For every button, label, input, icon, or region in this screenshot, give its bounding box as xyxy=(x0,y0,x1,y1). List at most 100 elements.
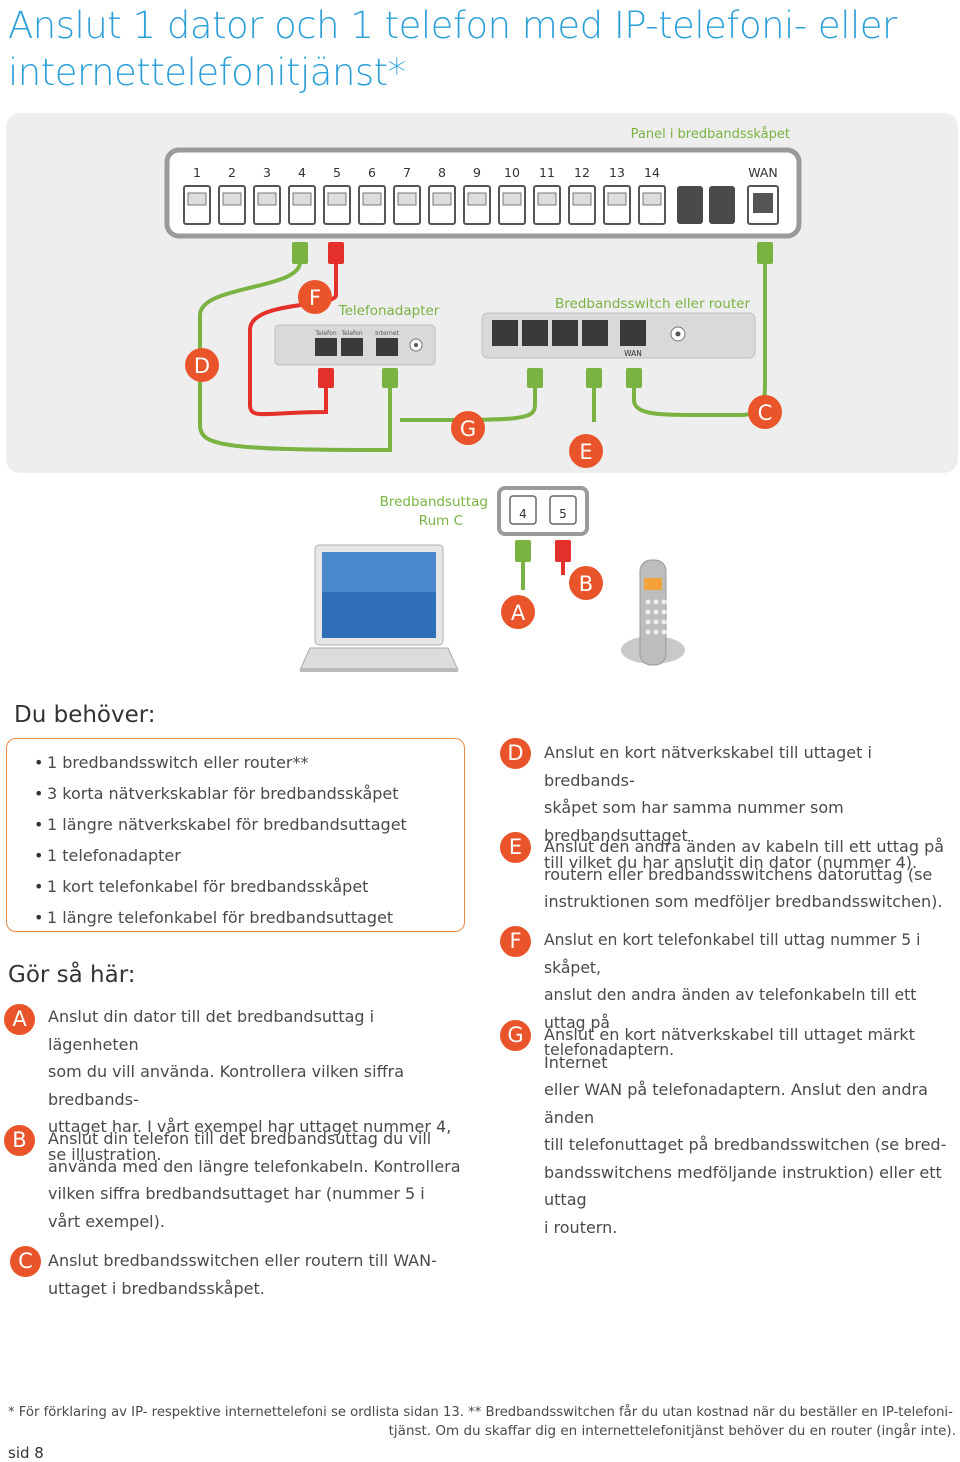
step-line: uttaget i bredbandsskåpet. xyxy=(48,1278,265,1298)
adapter-port-label: Internet xyxy=(375,330,399,337)
step-e-marker: E xyxy=(500,832,531,863)
step-line: anslut den andra änden av telefonkabeln … xyxy=(544,986,917,1032)
panel-port-socket xyxy=(327,192,347,206)
laptop-illustration xyxy=(299,544,459,672)
panel-port-number: 2 xyxy=(228,165,236,180)
panel-port-number: 6 xyxy=(368,165,376,180)
step-a-text: Anslut din dator till det bredbandsuttag… xyxy=(48,1003,468,1168)
panel-blank-port xyxy=(709,186,735,224)
panel-blank-port xyxy=(677,186,703,224)
panel-port-number: 8 xyxy=(438,165,446,180)
list-item: 1 telefonadapter xyxy=(34,840,464,871)
adapter-port-label: Telefon xyxy=(314,330,336,337)
panel-port-number: 4 xyxy=(298,165,306,180)
needs-list: 1 bredbandsswitch eller router** 3 korta… xyxy=(7,739,464,933)
panel-port-number: 3 xyxy=(263,165,271,180)
panel-port-socket xyxy=(607,192,627,206)
footnote-line: tjänst. Om du skaffar dig en internettel… xyxy=(388,1423,956,1439)
step-a-marker: A xyxy=(4,1004,35,1035)
panel-label: Panel i bredbandsskåpet xyxy=(631,127,790,142)
panel-port-number: 11 xyxy=(539,165,555,180)
marker-a: A xyxy=(511,601,526,625)
step-line: eller WAN på telefonadaptern. Anslut den… xyxy=(544,1080,928,1127)
page-title: Anslut 1 dator och 1 telefon med IP-tele… xyxy=(8,4,897,94)
panel-port-socket xyxy=(467,192,487,206)
step-f-text: Anslut en kort telefonkabel till uttag n… xyxy=(544,927,960,1065)
panel-port-socket xyxy=(537,192,557,206)
needs-heading: Du behöver: xyxy=(14,702,156,728)
step-b-marker: B xyxy=(4,1125,35,1156)
step-line: Anslut din telefon till det bredbandsutt… xyxy=(48,1129,432,1148)
step-g-text: Anslut en kort nätverkskabel till uttage… xyxy=(544,1021,958,1241)
panel-port-number: 12 xyxy=(574,165,590,180)
step-e-text: Anslut den andra änden av kabeln till et… xyxy=(544,833,958,916)
adapter-port-label: Telefon xyxy=(340,330,362,337)
list-item: 1 längre telefonkabel för bredbandsuttag… xyxy=(34,902,464,933)
panel-port-number: 1 xyxy=(193,165,201,180)
panel-port-socket xyxy=(257,192,277,206)
step-c-text: Anslut bredbandsswitchen eller routern t… xyxy=(48,1247,468,1302)
step-line: till telefonuttaget på bredbandsswitchen… xyxy=(544,1135,947,1154)
panel-port-socket xyxy=(432,192,452,206)
step-g-marker: G xyxy=(500,1020,531,1051)
step-line: använda med den längre telefonkabeln. Ko… xyxy=(48,1156,461,1176)
needs-box: 1 bredbandsswitch eller router** 3 korta… xyxy=(6,738,465,933)
switch-wan-label: WAN xyxy=(624,349,642,358)
panel-port-socket xyxy=(502,192,522,206)
panel-port-number: 14 xyxy=(644,165,660,180)
panel-port-socket xyxy=(642,192,662,206)
panel-wan-socket xyxy=(753,193,773,213)
panel-port-number: 5 xyxy=(333,165,341,180)
step-line: Anslut den andra änden av kabeln till et… xyxy=(544,837,945,856)
page-number: sid 8 xyxy=(8,1444,44,1462)
footnote: * För förklaring av IP- respektive inter… xyxy=(8,1404,956,1440)
cable-connectors xyxy=(292,242,773,388)
step-c-marker: C xyxy=(10,1246,41,1277)
step-line: instruktionen som medföljer bredbandsswi… xyxy=(544,892,943,911)
step-line: vårt exempel). xyxy=(48,1211,165,1231)
list-item: 1 kort telefonkabel för bredbandsskåpet xyxy=(34,871,464,902)
marker-g: G xyxy=(460,417,476,441)
step-line: se illustration. xyxy=(48,1144,162,1164)
panel-port-socket xyxy=(397,192,417,206)
panel-port-socket xyxy=(362,192,382,206)
outlet-port-5: 5 xyxy=(559,507,567,521)
panel-port-number: 9 xyxy=(473,165,481,180)
step-f-marker: F xyxy=(500,926,531,957)
step-d-text: Anslut en kort nätverkskabel till uttage… xyxy=(544,739,958,877)
list-item: 3 korta nätverkskablar för bredbandsskåp… xyxy=(34,778,464,809)
step-line: Anslut en kort nätverkskabel till uttage… xyxy=(544,743,872,790)
howto-heading: Gör så här: xyxy=(8,962,136,988)
adapter-label: Telefonadapter xyxy=(338,303,440,319)
outlet-label-line2: Rum C xyxy=(419,513,463,529)
step-line: till vilket du har anslutit din dator (n… xyxy=(544,853,918,872)
step-line: bandsswitchens medföljande instruktion) … xyxy=(544,1162,942,1210)
phone-illustration xyxy=(621,559,685,666)
marker-b: B xyxy=(579,572,593,596)
marker-c: C xyxy=(758,401,773,425)
marker-f: F xyxy=(309,286,321,310)
telephone-adapter: Telefonadapter Telefon Telefon Internet xyxy=(274,303,440,366)
marker-d: D xyxy=(194,354,210,378)
panel-port-socket xyxy=(292,192,312,206)
panel-port-number: 13 xyxy=(609,165,625,180)
list-item: 1 bredbandsswitch eller router** xyxy=(34,747,464,778)
panel-port-socket xyxy=(222,192,242,206)
panel-port-socket xyxy=(572,192,592,206)
step-line: routern eller bredbandsswitchens datorut… xyxy=(544,864,933,884)
step-b-text: Anslut din telefon till det bredbandsutt… xyxy=(48,1125,468,1235)
step-line: Anslut bredbandsswitchen eller routern t… xyxy=(48,1251,437,1270)
outlet-label-line1: Bredbandsuttag xyxy=(380,494,488,510)
step-line: uttaget har. I vårt exempel har uttaget … xyxy=(48,1117,452,1136)
diagram-letter-markers: F D G E C A B xyxy=(185,280,782,629)
marker-e: E xyxy=(579,440,592,464)
outlet-port-4: 4 xyxy=(519,507,527,521)
panel-port-socket xyxy=(187,192,207,206)
step-line: vilken siffra bredbandsuttaget har (numm… xyxy=(48,1184,425,1203)
list-item: 1 längre nätverkskabel för bredbandsutta… xyxy=(34,809,464,840)
wall-outlet: Bredbandsuttag Rum C 4 5 xyxy=(380,486,589,590)
step-line: i routern. xyxy=(544,1217,618,1237)
step-line: Anslut en kort telefonkabel till uttag n… xyxy=(544,931,921,977)
